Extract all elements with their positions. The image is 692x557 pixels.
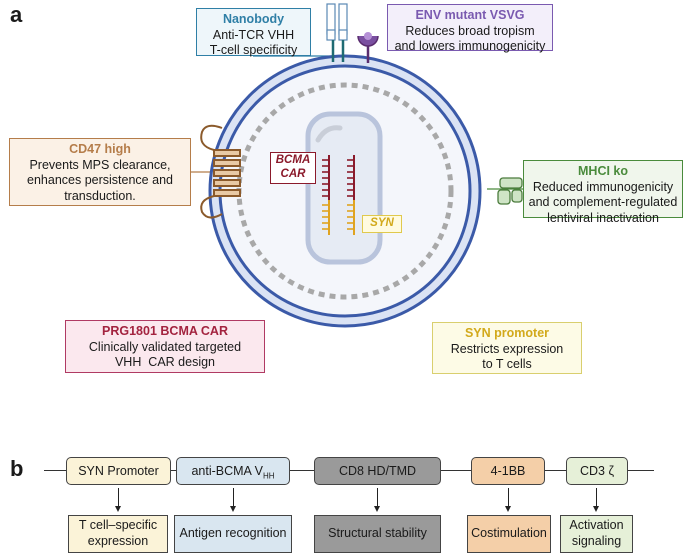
arrow-syn [115, 488, 121, 512]
gene-anti-bcma-vhh-sub: HH [263, 471, 275, 481]
bcma-car-label: BCMA CAR [270, 152, 316, 184]
prg-title: PRG1801 BCMA CAR [102, 324, 228, 338]
syn-promoter-title: SYN promoter [464, 326, 550, 340]
mhci-line-2: and complement-regulated [528, 195, 678, 210]
vsvg-glycoprotein-icon [357, 32, 379, 63]
cd47-callout: CD47 high Prevents MPS clearance, enhanc… [9, 138, 191, 206]
arrow-41bb [505, 488, 511, 512]
function-antigen-recognition: Antigen recognition [174, 515, 292, 553]
cd47-line-2: enhances persistence and [27, 173, 173, 188]
arrow-cd3z [593, 488, 599, 512]
gene-anti-bcma-vhh-label: anti-BCMA V [191, 464, 263, 478]
env-line-1: Reduces broad tropism [405, 23, 535, 38]
nanobody-title: Nanobody [222, 12, 285, 26]
function-costimulation: Costimulation [467, 515, 551, 553]
cd47-icon [200, 124, 241, 219]
mhci-line-1: Reduced immunogenicity [532, 179, 674, 194]
gene-cd8-hd-tmd: CD8 HD/TMD [314, 457, 441, 485]
prg-line-1: Clinically validated targeted [88, 339, 242, 354]
mhci-callout: MHCI ko Reduced immunogenicity and compl… [523, 160, 683, 225]
env-callout: ENV mutant VSVG Reduces broad tropism an… [387, 4, 553, 53]
function-activation-line-1: Activation [569, 518, 624, 533]
panel-a-letter: a [10, 2, 23, 27]
function-activation-line-2: signaling [571, 534, 622, 548]
nanobody-icon [326, 3, 348, 62]
gene-syn-promoter: SYN Promoter [66, 457, 171, 485]
prg1801-callout: PRG1801 BCMA CAR Clinically validated ta… [65, 320, 265, 373]
rna-genome-left [322, 155, 330, 235]
cd47-title: CD47 high [69, 142, 131, 156]
arrow-cd8 [374, 488, 380, 512]
function-structural-stability: Structural stability [314, 515, 441, 553]
syn-promoter-callout: SYN promoter Restricts expression to T c… [432, 322, 582, 374]
car-label-text: CAR [280, 168, 306, 180]
mhci-title: MHCI ko [578, 164, 628, 178]
function-t-cell-expression-line-1: T cell–specific [78, 518, 158, 533]
syn-promoter-line-1: Restricts expression [450, 341, 564, 356]
gene-anti-bcma-vhh: anti-BCMA VHH [176, 457, 290, 485]
bcma-label-text: BCMA [275, 154, 311, 166]
nanobody-callout: Nanobody Anti-TCR VHH T-cell specificity [196, 8, 311, 58]
cd47-line-1: Prevents MPS clearance, [29, 157, 171, 172]
nanobody-line-2: T-cell specificity [209, 43, 298, 58]
env-title: ENV mutant VSVG [415, 8, 525, 22]
syn-promoter-line-2: to T cells [482, 357, 532, 372]
mhci-line-3: lentiviral inactivation [547, 210, 659, 225]
syn-label: SYN [362, 215, 402, 233]
env-line-2: and lowers immunogenicity [394, 39, 546, 54]
mhci-icon [497, 177, 523, 205]
rna-genome-right [347, 155, 355, 235]
arrow-bcma [230, 488, 236, 512]
nanobody-line-1: Anti-TCR VHH [212, 27, 295, 42]
function-t-cell-expression: T cell–specific expression [68, 515, 168, 553]
panel-b-letter: b [10, 456, 24, 481]
cd47-line-3: transduction. [64, 188, 136, 203]
function-t-cell-expression-line-2: expression [87, 534, 149, 548]
function-activation-signaling: Activation signaling [560, 515, 633, 553]
capsid-highlight [315, 125, 343, 143]
prg-line-2: VHH CAR design [114, 355, 216, 370]
gene-cd3-zeta: CD3 ζ [566, 457, 628, 485]
gene-4-1bb: 4-1BB [471, 457, 545, 485]
